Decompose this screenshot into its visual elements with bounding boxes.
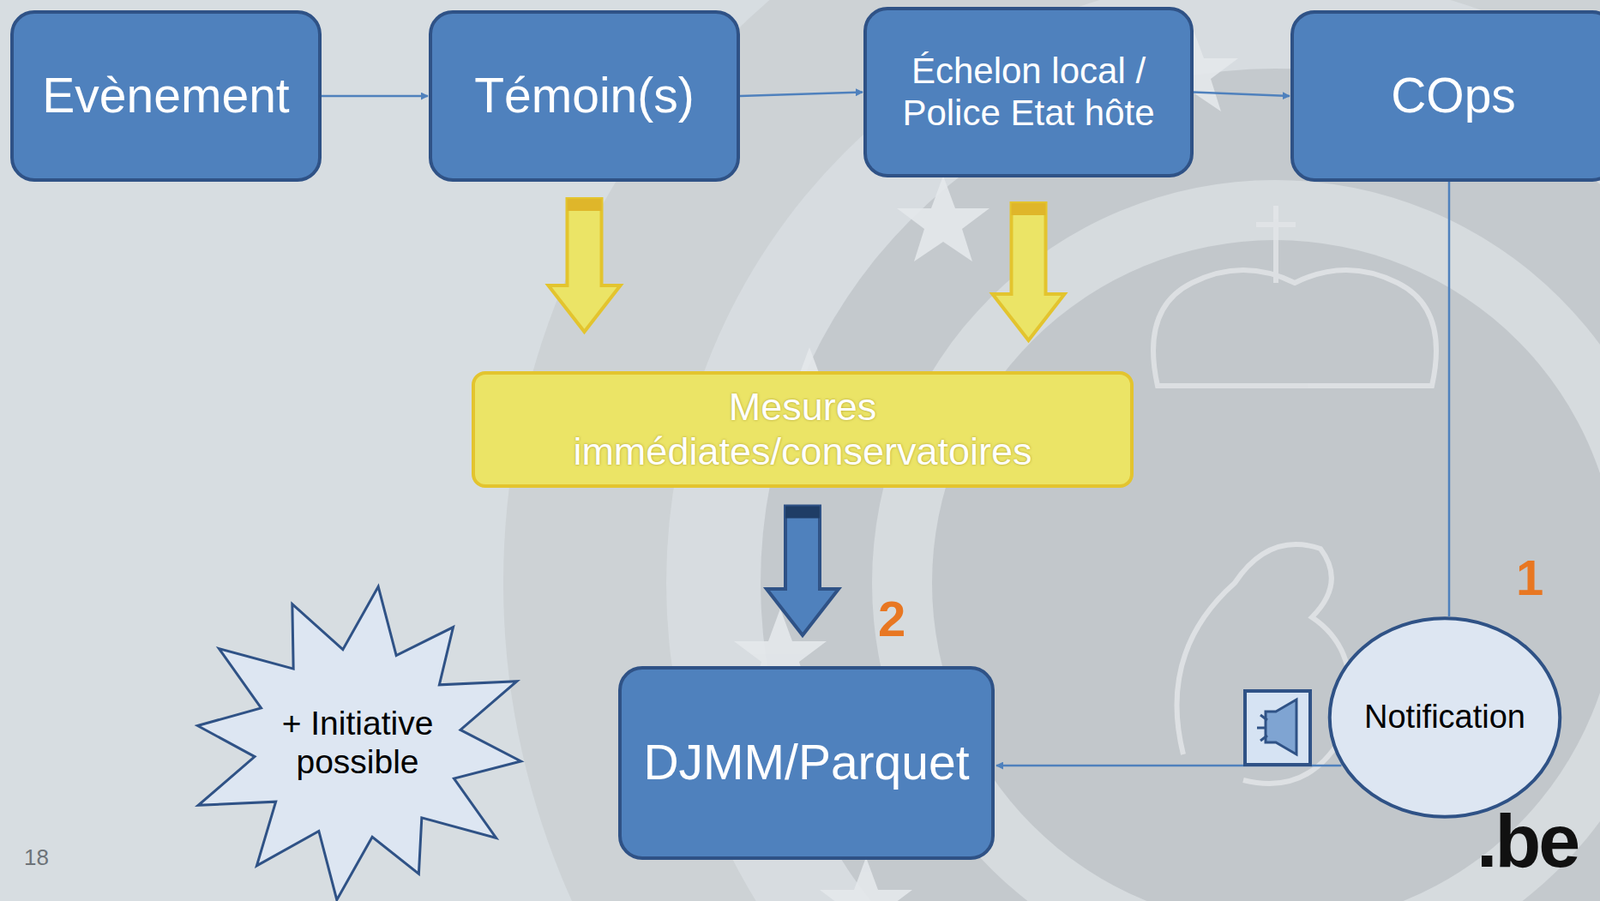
block-arrow-cap bbox=[567, 198, 602, 211]
node-text: Evènement bbox=[42, 67, 289, 125]
process-box: Échelon local / Police Etat hôte bbox=[863, 6, 1194, 178]
block-arrow bbox=[992, 203, 1065, 341]
node-text: Échelon local / Police Etat hôte bbox=[880, 50, 1177, 134]
initiative-starburst: + Initiative possible bbox=[184, 585, 531, 901]
connector-line bbox=[1193, 92, 1290, 97]
connector-arrow bbox=[1449, 181, 1450, 617]
node-text: + Initiative possible bbox=[254, 704, 461, 782]
block-arrow-body bbox=[992, 203, 1065, 341]
speaker-icon bbox=[1245, 691, 1311, 765]
connector-line bbox=[1448, 181, 1451, 617]
node-text: Témoin(s) bbox=[474, 67, 695, 125]
callout-number: 2 bbox=[878, 589, 906, 648]
block-arrow-body bbox=[548, 198, 621, 332]
logo-text: .be bbox=[1476, 797, 1578, 885]
block-arrow-body bbox=[766, 506, 839, 637]
connector-line bbox=[739, 92, 863, 97]
measures-band: Mesures immédiates/conservatoires bbox=[471, 371, 1134, 488]
connector-arrow bbox=[1193, 92, 1290, 97]
page-number: 18 bbox=[24, 844, 49, 872]
connector-arrow bbox=[321, 96, 428, 97]
connector-arrow bbox=[739, 92, 863, 97]
block-arrow bbox=[766, 506, 839, 637]
node-text: DJMM/Parquet bbox=[643, 734, 969, 792]
node-text: Notification bbox=[1364, 698, 1526, 737]
node-text: COps bbox=[1390, 67, 1516, 125]
process-box: Témoin(s) bbox=[428, 10, 740, 182]
block-arrow-cap bbox=[785, 506, 820, 519]
connector-line bbox=[321, 95, 428, 98]
notification-circle: Notification bbox=[1327, 616, 1563, 819]
process-box: DJMM/Parquet bbox=[618, 666, 995, 861]
process-box: Evènement bbox=[10, 10, 322, 182]
node-text: Mesures immédiates/conservatoires bbox=[536, 384, 1069, 475]
process-box: COps bbox=[1290, 10, 1600, 182]
block-arrow bbox=[548, 198, 621, 332]
callout-number: 1 bbox=[1515, 548, 1544, 607]
block-arrow-cap bbox=[1011, 203, 1047, 216]
